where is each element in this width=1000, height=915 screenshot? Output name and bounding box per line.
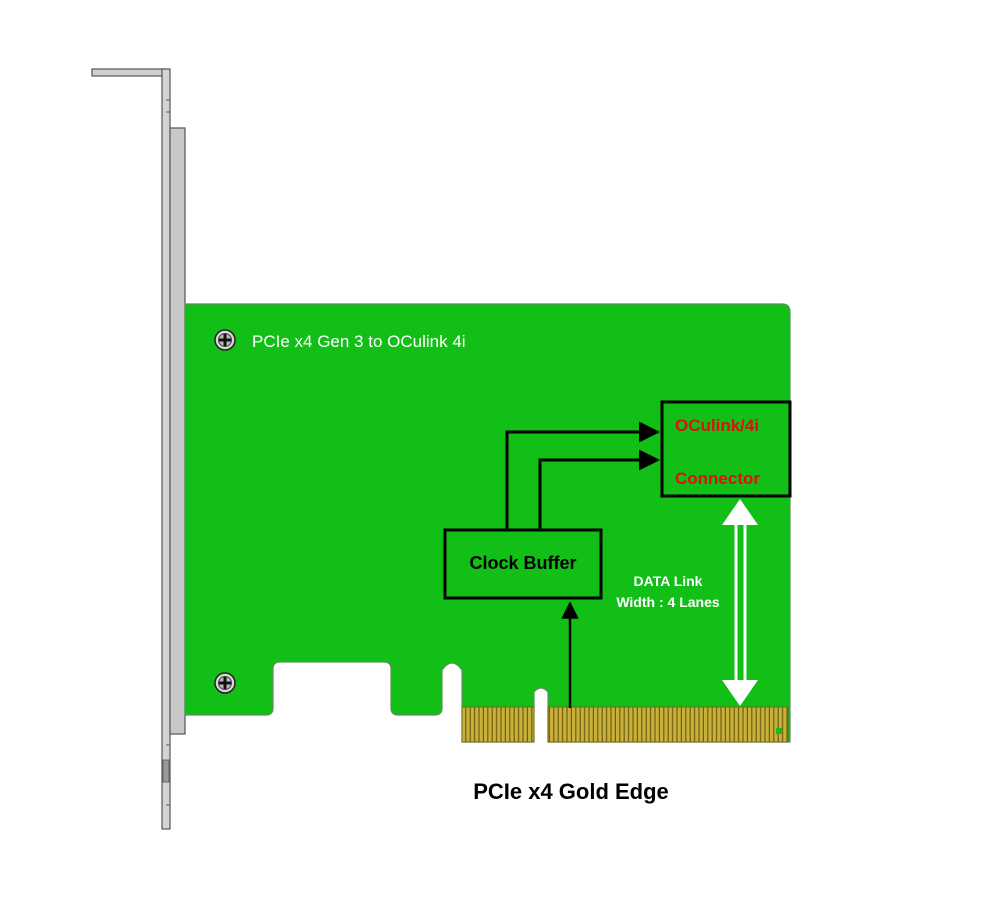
data-link-label-line2: Width : 4 Lanes: [616, 594, 720, 610]
board-title: PCIe x4 Gen 3 to OCulink 4i: [252, 332, 466, 351]
pin1-marker: [776, 728, 782, 734]
screw-icon: [214, 672, 236, 694]
pcb-board: [184, 303, 791, 743]
data-link-arrow: [722, 499, 758, 706]
oculink-connector-box: [660, 400, 792, 498]
connector-label-line1: OCulink/4i: [675, 416, 759, 435]
screw-icon: [214, 329, 236, 351]
mounting-bracket: [91, 68, 186, 830]
data-link-label-line1: DATA Link: [634, 573, 703, 589]
clock-buffer-box: [443, 528, 603, 600]
clock-buffer-label: Clock Buffer: [469, 553, 576, 573]
gold-edge-fingers: [461, 706, 789, 743]
clock-lines: [505, 421, 661, 530]
gold-edge-caption: PCIe x4 Gold Edge: [473, 779, 669, 804]
connector-label-line2: Connector: [675, 469, 760, 488]
